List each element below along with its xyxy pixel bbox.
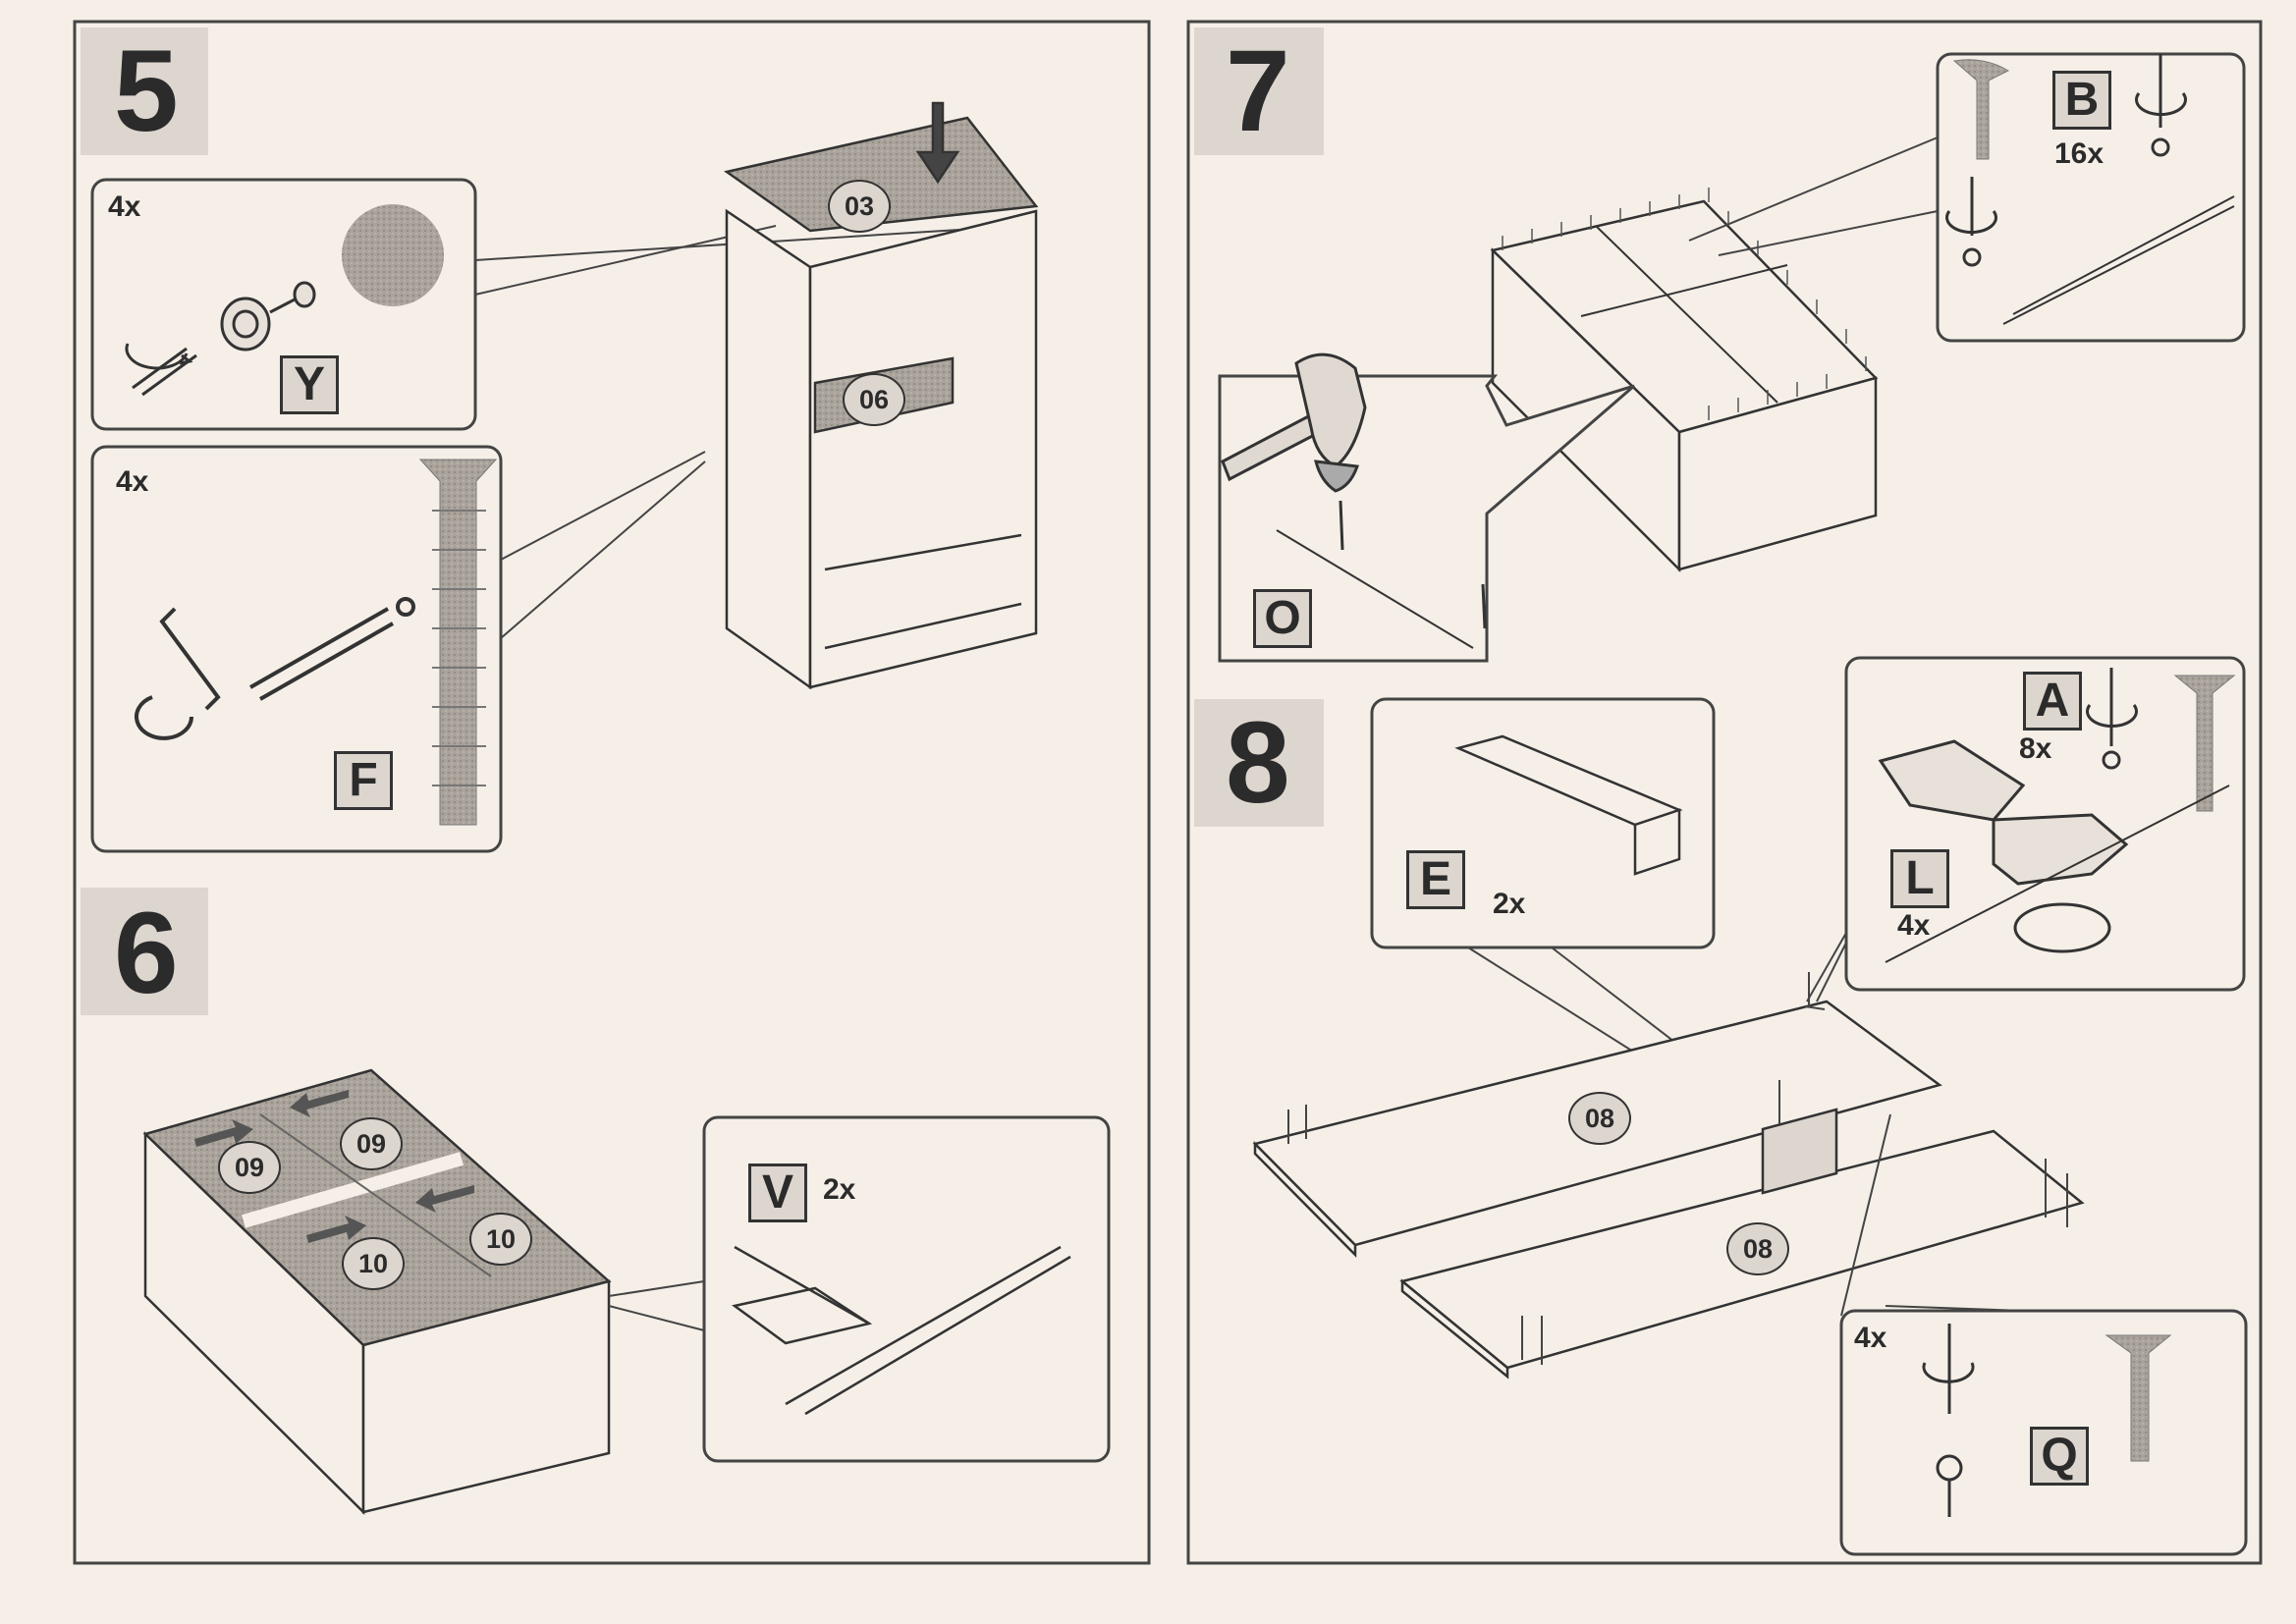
part-letter-y: Y (280, 355, 339, 414)
part-number-06: 06 (843, 373, 905, 426)
screwdriver-icon (1922, 1324, 1975, 1517)
right-page-frame (1186, 20, 2263, 1565)
step-5-callout-y (90, 178, 1022, 431)
step-7-number-box (1194, 27, 1324, 155)
screwdriver-icon (125, 343, 197, 397)
step-7-box (1490, 188, 1879, 573)
part-letter-q: Q (2030, 1427, 2089, 1486)
step-7-callout-b (1688, 52, 2246, 343)
step-6-callout-v (608, 1115, 1111, 1463)
part-number-10: 10 (342, 1237, 405, 1290)
step-6-number: 6 (114, 889, 179, 1018)
step-5-number-box (81, 27, 208, 155)
step-6-box (142, 1068, 612, 1515)
part-letter-f: F (334, 751, 393, 810)
quantity-label: 4x (108, 190, 141, 223)
screwdriver-icon (2086, 668, 2138, 770)
hinge-markers (1287, 972, 2068, 1365)
cam-hole-detail (342, 204, 444, 306)
part-number-08: 08 (1568, 1092, 1631, 1145)
part-number-08: 08 (1726, 1222, 1789, 1275)
hinge-icon (1878, 739, 2129, 953)
part-letter-v: V (748, 1164, 807, 1222)
cam-lock-icon (220, 281, 316, 352)
quantity-label: 2x (1493, 888, 1526, 920)
left-page-frame (73, 20, 1151, 1565)
step-7-number: 7 (1226, 27, 1290, 156)
hammer-icon (1221, 352, 1367, 493)
step-8-number-box (1194, 699, 1324, 827)
step-6-number-box (81, 888, 208, 1015)
part-number-03: 03 (828, 180, 891, 233)
part-number-09: 09 (218, 1141, 281, 1194)
quantity-label: 8x (2019, 732, 2052, 765)
profile-e-icon (1454, 734, 1683, 876)
screw-f-icon (418, 459, 498, 826)
direction-arrows-icon (194, 1090, 474, 1243)
step-7-callout-o (1218, 352, 1635, 663)
quantity-label: 4x (1854, 1322, 1887, 1354)
step-5-callout-f (90, 445, 706, 853)
step-8-number: 8 (1226, 698, 1290, 828)
screw-b-icon (1952, 59, 2010, 160)
part-number-09: 09 (340, 1117, 403, 1170)
nails-pattern (1502, 188, 1867, 420)
quantity-label: 4x (1897, 909, 1931, 942)
part-letter-l: L (1890, 849, 1949, 908)
part-letter-a: A (2023, 672, 2082, 731)
part-letter-b: B (2052, 71, 2111, 130)
screwdriver-icon (1945, 54, 2187, 267)
part-letter-o: O (1253, 589, 1312, 648)
part-number-10: 10 (469, 1213, 532, 1266)
step-5-number: 5 (114, 27, 179, 156)
quantity-label: 16x (2054, 137, 2105, 170)
screw-q-icon (2105, 1334, 2172, 1462)
quantity-label: 4x (116, 465, 149, 498)
down-arrow-icon (915, 101, 960, 185)
screw-a-icon (2173, 675, 2236, 812)
allen-key-icon (135, 597, 415, 740)
part-letter-e: E (1406, 850, 1465, 909)
quantity-label: 2x (823, 1173, 856, 1206)
